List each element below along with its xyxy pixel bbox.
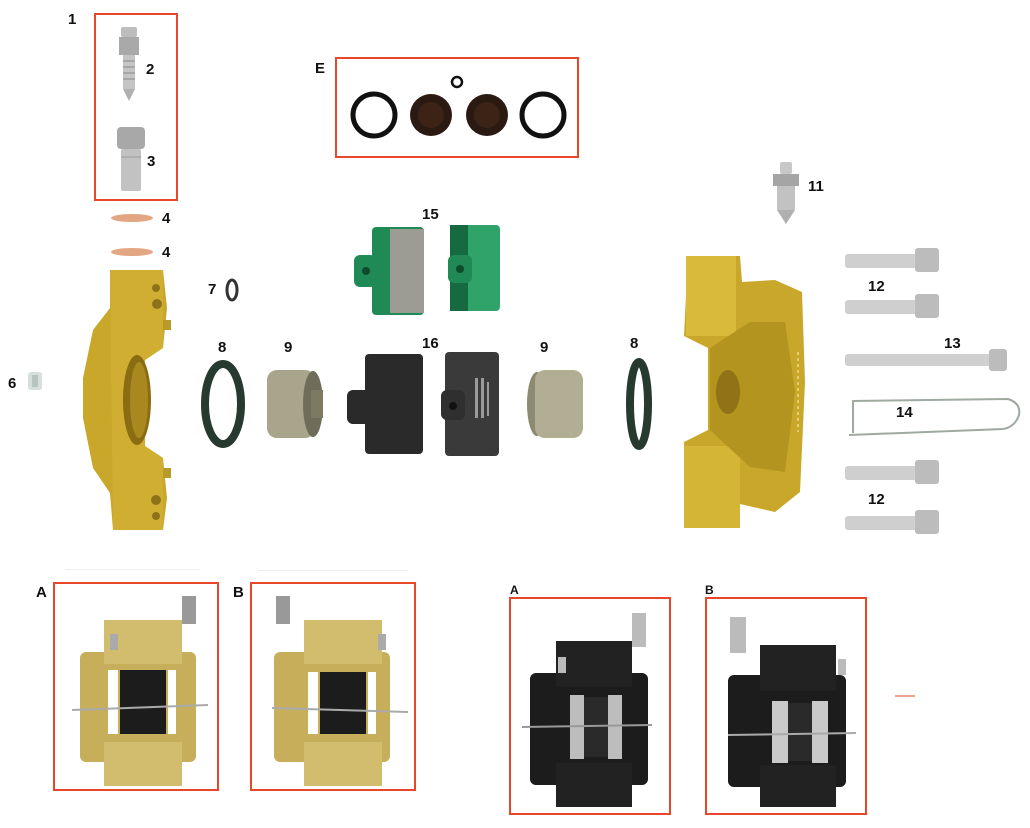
black-brake-pads-part-16 bbox=[347, 352, 499, 456]
green-brake-pads-part-15 bbox=[354, 225, 500, 315]
caliper-half-left-gold bbox=[83, 270, 171, 530]
banjo-bolt-part-3 bbox=[117, 127, 145, 191]
variant-label-black-a: A bbox=[510, 583, 519, 597]
label-8a: 8 bbox=[218, 339, 227, 356]
bleed-screw-part-2 bbox=[119, 27, 139, 101]
plug-part-6 bbox=[28, 372, 42, 390]
label-9a: 9 bbox=[284, 339, 293, 356]
label-7: 7 bbox=[208, 281, 217, 298]
fitting-group-box bbox=[94, 13, 178, 201]
caliper-half-right-gold bbox=[684, 256, 805, 528]
stray-mark bbox=[895, 695, 915, 697]
piston-seal-right bbox=[626, 358, 652, 450]
caliper-assembly-gold-b bbox=[271, 596, 409, 786]
label-14: 14 bbox=[896, 404, 913, 421]
label-15: 15 bbox=[422, 206, 439, 223]
piston-left bbox=[267, 370, 323, 438]
bolt-12-bottom-2 bbox=[845, 510, 939, 534]
variant-label-gold-a: A bbox=[36, 584, 47, 601]
caliper-assembly-black-b bbox=[727, 617, 857, 807]
label-2: 2 bbox=[146, 61, 155, 78]
caliper-assembly-black-a bbox=[521, 613, 653, 807]
bolt-12-top-1 bbox=[845, 248, 939, 272]
label-13: 13 bbox=[944, 335, 961, 352]
label-1: 1 bbox=[68, 11, 77, 28]
piston-right bbox=[527, 370, 583, 438]
small-oring-part-7 bbox=[225, 278, 239, 302]
variant-box-gold-b bbox=[250, 582, 416, 791]
label-4b: 4 bbox=[162, 244, 171, 261]
variant-label-black-b: B bbox=[705, 583, 714, 597]
seal-kit-box bbox=[335, 57, 579, 158]
copper-washer-1 bbox=[111, 214, 153, 222]
label-12a: 12 bbox=[868, 278, 885, 295]
label-16: 16 bbox=[422, 335, 439, 352]
pad-pin-part-13 bbox=[845, 349, 1007, 371]
variant-box-black-b bbox=[705, 597, 867, 815]
bolt-12-top-2 bbox=[845, 294, 939, 318]
variant-box-gold-a bbox=[53, 582, 219, 791]
divider bbox=[65, 569, 200, 570]
label-E: E bbox=[315, 60, 326, 77]
label-4a: 4 bbox=[162, 210, 171, 227]
seal-kit-parts bbox=[350, 75, 567, 139]
variant-label-gold-b: B bbox=[233, 584, 244, 601]
piston-seal-left bbox=[201, 360, 245, 448]
label-6: 6 bbox=[8, 375, 17, 392]
bleed-nipple-part-11 bbox=[773, 162, 799, 224]
caliper-assembly-gold-a bbox=[71, 596, 209, 786]
copper-washer-2 bbox=[111, 248, 153, 256]
spring-clip-part-14 bbox=[848, 397, 1021, 436]
label-8b: 8 bbox=[630, 335, 639, 352]
label-9b: 9 bbox=[540, 339, 549, 356]
label-11: 11 bbox=[808, 178, 824, 195]
label-3: 3 bbox=[147, 153, 156, 170]
variant-box-black-a bbox=[509, 597, 671, 815]
bolt-12-bottom-1 bbox=[845, 460, 939, 484]
divider bbox=[258, 570, 408, 571]
label-12b: 12 bbox=[868, 491, 885, 508]
